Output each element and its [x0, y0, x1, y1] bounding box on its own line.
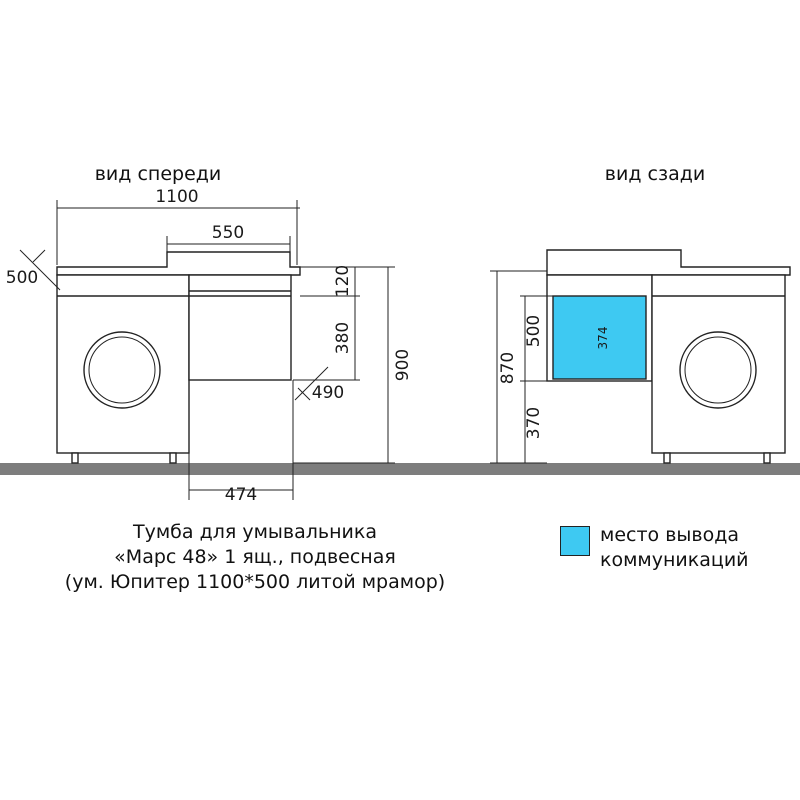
front-cabinet [188, 274, 292, 381]
dim-overall-width: 1100 [155, 187, 198, 207]
dim-drawer-height: 380 [333, 322, 353, 354]
dim-basin-width: 550 [212, 223, 244, 243]
back-washer-door-inner [684, 336, 752, 404]
caption-line-1: Тумба для умывальника [133, 521, 377, 543]
caption-line-2: «Марс 48» 1 ящ., подвесная [114, 546, 396, 568]
dim-outlet-width: 374 [596, 327, 610, 350]
back-outlet-area [552, 295, 647, 380]
front-washing-machine [56, 274, 190, 454]
caption-line-3: (ум. Юпитер 1100*500 литой мрамор) [64, 571, 446, 593]
dim-floor-gap: 370 [524, 407, 544, 439]
dim-cabinet-depth: 490 [312, 383, 344, 403]
front-dimensions [19, 200, 395, 500]
back-view [546, 249, 791, 464]
dim-outlet-height: 500 [524, 315, 544, 347]
front-view-title: вид спереди [95, 163, 222, 185]
back-washer-door-outer [679, 331, 757, 409]
back-view-title: вид сзади [605, 163, 705, 185]
legend-swatch [560, 526, 590, 556]
legend-line-2: коммуникаций [600, 549, 749, 571]
dim-cabinet-width: 474 [225, 485, 257, 505]
product-caption: Тумба для умывальника «Марс 48» 1 ящ., п… [0, 520, 510, 595]
back-dimensions [490, 270, 553, 464]
front-countertop [56, 251, 301, 276]
legend-line-1: место вывода [600, 524, 740, 546]
front-washer-door-outer [83, 331, 161, 409]
back-washing-machine [651, 274, 786, 454]
floor [0, 463, 800, 475]
front-view [56, 251, 301, 464]
dim-depth: 500 [6, 268, 38, 288]
dim-total-height: 900 [393, 349, 413, 381]
back-countertop [546, 249, 791, 276]
dim-drawer-top: 120 [333, 265, 353, 297]
front-washer-door-inner [88, 336, 156, 404]
dim-back-height: 870 [498, 352, 518, 384]
legend-text: место вывода коммуникаций [600, 523, 749, 573]
